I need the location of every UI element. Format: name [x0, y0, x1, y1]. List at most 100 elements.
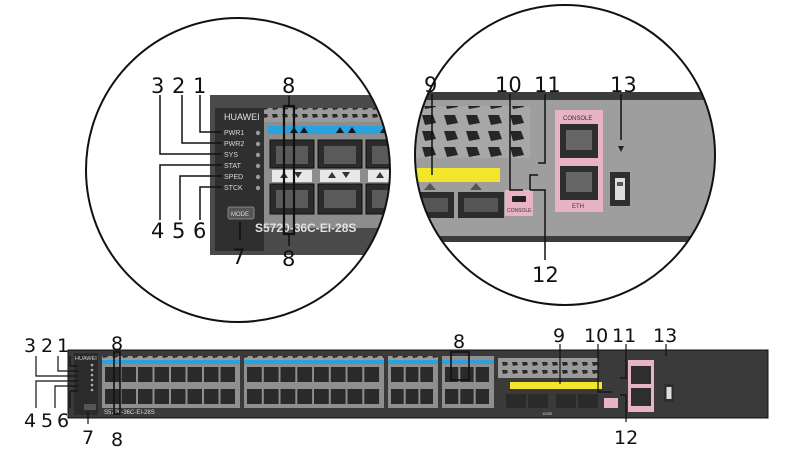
sfp-port: [280, 367, 296, 382]
console-mini-port: [604, 398, 618, 408]
sfp-port: [138, 389, 153, 404]
optical-strip: [510, 382, 602, 389]
callout-13-zoom: 13: [610, 73, 637, 97]
sfp-port: [420, 367, 433, 382]
sfp-port: [460, 367, 474, 382]
sfp-port: [405, 367, 419, 382]
sfp-port: [121, 367, 136, 382]
sfp-port: [314, 367, 329, 382]
console-label-zoom: CONSOLE: [563, 116, 592, 122]
sfp-port: [247, 389, 262, 404]
callout-4-bottom: 4: [24, 410, 36, 432]
port-label-strip: [268, 126, 390, 134]
zoom-circle-left-outline: [85, 17, 391, 323]
vent-holes: [498, 358, 598, 378]
sfp-port: [420, 389, 433, 404]
sfp-port: [405, 389, 419, 404]
sfp-port: [297, 389, 313, 404]
mode-button-label-zoom: MODE: [231, 212, 249, 218]
sfp-port: [171, 367, 186, 382]
sfp-port: [263, 367, 279, 382]
callout-lines-bottom: [35, 344, 667, 424]
optical-port-strip: [415, 168, 500, 182]
sfp-port: [347, 389, 363, 404]
sfp-port: [391, 367, 404, 382]
led-label-pwr1: PWR1: [224, 130, 244, 137]
callout-10-bottom: 10: [584, 325, 608, 347]
callout-10-zoom: 10: [495, 73, 522, 97]
callout-4: 4: [151, 219, 164, 243]
callout-7-bottom: 7: [82, 427, 94, 449]
vent-holes-zoom: [415, 106, 530, 158]
sfp-port: [105, 367, 120, 382]
mode-button-zoom: [227, 206, 255, 220]
callout-8-bottom-low: 8: [111, 429, 123, 451]
callout-9-zoom: 9: [424, 73, 437, 97]
callout-8-top: 8: [282, 74, 295, 98]
sfp-port: [220, 389, 235, 404]
callout-6: 6: [193, 219, 206, 243]
sfp-port: [204, 367, 219, 382]
sfp-port: [138, 367, 153, 382]
callout-5-bottom: 5: [41, 410, 53, 432]
sfp-port: [475, 367, 489, 382]
sfp-port: [297, 367, 313, 382]
callout-11-bottom: 11: [612, 325, 636, 347]
callout-2: 2: [172, 74, 185, 98]
mode-button: [84, 404, 96, 410]
sfp-port: [330, 367, 346, 382]
optical-ports: [506, 394, 598, 408]
sfp-port: [247, 367, 262, 382]
led-label-sys: SYS: [224, 152, 238, 159]
sfp-port: [460, 389, 474, 404]
brand-logo-zoom: HUAWEI: [224, 112, 260, 122]
led-label-stck: STCK: [224, 185, 243, 192]
port-groups: [102, 356, 494, 408]
sfp-port: [154, 389, 169, 404]
sfp-port: [187, 389, 202, 404]
eth-label-zoom: ETH: [572, 204, 584, 210]
led-label-sped: SPED: [224, 174, 243, 181]
brand-logo: HUAWEI: [75, 356, 97, 362]
callout-1-bottom: 1: [57, 335, 69, 357]
console-mini-label-zoom: CONSOLE: [507, 208, 532, 214]
led-label-pwr2: PWR2: [224, 141, 244, 148]
console-mini-port-zoom: [505, 190, 533, 216]
model-label-zoom: S5720-36C-EI-28S: [255, 221, 356, 235]
sfp-port: [445, 389, 459, 404]
sfp-port: [187, 367, 202, 382]
model-label: S5720-36C-EI-28S: [104, 410, 155, 416]
callout-5: 5: [172, 219, 185, 243]
callout-2-bottom: 2: [41, 335, 53, 357]
callout-12-bottom: 12: [614, 427, 638, 449]
sfp-port: [220, 367, 235, 382]
sfp-port: [204, 389, 219, 404]
zoom-circle-right: 26 CONSOLE CONSOLE ETH: [414, 4, 716, 306]
sfp-port: [364, 389, 380, 404]
port-tag: 10GE: [542, 411, 553, 416]
status-leds: [90, 363, 94, 392]
sfp-port: [314, 389, 329, 404]
callout-1: 1: [193, 74, 206, 98]
sfp-ports-zoom-bottom: [269, 183, 390, 215]
status-leds-zoom: PWR1 PWR2 SYS STAT SPED STCK: [224, 130, 261, 192]
callout-lines-left: [159, 95, 296, 246]
sfp-port: [105, 389, 120, 404]
full-switch-front: HUAWEI S5720-36C-EI-28S: [24, 325, 769, 451]
zoom-circle-left: HUAWEI PWR1 PWR2 SYS STAT SPED STCK MODE…: [85, 17, 391, 323]
sfp-port: [347, 367, 363, 382]
callout-8-bottom-top: 8: [111, 333, 123, 355]
callout-8-right: 8: [453, 331, 465, 353]
callout-12-zoom: 12: [532, 263, 559, 287]
zoom-circle-right-outline: [414, 4, 716, 306]
sfp-port: [121, 389, 136, 404]
callout-3-bottom: 3: [24, 335, 36, 357]
sfp-port: [391, 389, 404, 404]
callout-9-bottom: 9: [553, 325, 565, 347]
callout-11-zoom: 11: [534, 73, 561, 97]
sfp-port: [280, 389, 296, 404]
sfp-port: [475, 389, 489, 404]
callout-13-bottom: 13: [653, 325, 677, 347]
callout-8-bottom: 8: [282, 247, 295, 271]
